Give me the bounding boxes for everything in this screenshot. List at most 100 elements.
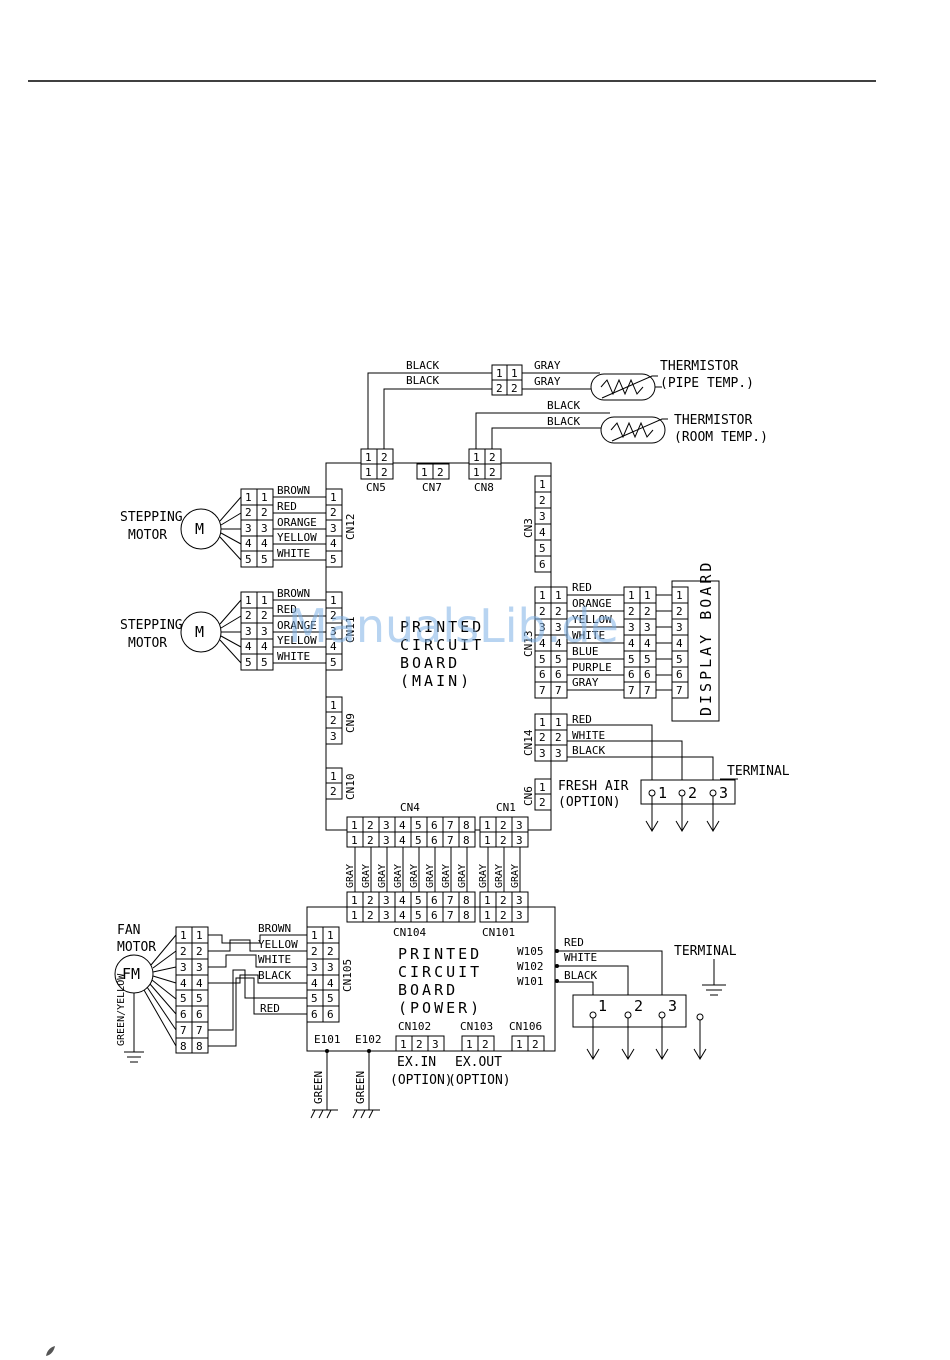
svg-text:3: 3	[516, 834, 523, 847]
power-board-line1: PRINTED	[398, 945, 482, 963]
svg-text:1: 1	[330, 770, 337, 783]
svg-text:3: 3	[383, 909, 390, 922]
cn14-wire-1: RED	[572, 713, 592, 726]
svg-text:4: 4	[644, 637, 651, 650]
svg-text:3: 3	[245, 625, 252, 638]
svg-text:3: 3	[245, 522, 252, 535]
svg-text:1: 1	[484, 819, 491, 832]
fan-ground-label: GREEN/YELLOW	[116, 973, 127, 1046]
svg-text:8: 8	[463, 894, 470, 907]
svg-text:6: 6	[431, 894, 438, 907]
stepping-motor-1-label2: MOTOR	[128, 528, 167, 543]
svg-text:4: 4	[399, 894, 406, 907]
bundle-wire-9: GRAY	[478, 864, 489, 888]
leaf-icon	[46, 1346, 55, 1356]
svg-text:3: 3	[330, 522, 337, 535]
stepping-motor-2-label2: MOTOR	[128, 636, 167, 651]
fm-wire-1: BROWN	[258, 922, 291, 935]
cn9-label: CN9	[344, 713, 357, 733]
svg-text:1: 1	[466, 1038, 473, 1051]
exout-label: EX.OUT	[455, 1055, 502, 1070]
cn4-label: CN4	[400, 801, 420, 814]
svg-text:7: 7	[447, 909, 454, 922]
bundle-wire-11: GRAY	[510, 864, 521, 888]
svg-text:1: 1	[330, 699, 337, 712]
svg-text:2: 2	[330, 609, 337, 622]
fm-wire-5: RED	[260, 1002, 280, 1015]
svg-text:1: 1	[539, 478, 546, 491]
svg-text:1: 1	[511, 367, 518, 380]
cn5-label: CN5	[366, 481, 386, 494]
sm1-wire-5: WHITE	[277, 547, 310, 560]
svg-text:5: 5	[330, 656, 337, 669]
svg-text:2: 2	[367, 909, 374, 922]
cn105-label: CN105	[341, 959, 354, 992]
svg-text:2: 2	[330, 785, 337, 798]
svg-text:2: 2	[676, 605, 683, 618]
svg-text:6: 6	[196, 1008, 203, 1021]
w102-label: W102	[517, 960, 544, 973]
thermistor-pipe-icon	[590, 373, 658, 401]
svg-text:5: 5	[180, 992, 187, 1005]
bundle-wire-6: GRAY	[425, 864, 436, 888]
terminal-upper-num-1: 1	[658, 784, 667, 802]
thermistor-room-icon	[600, 416, 668, 444]
svg-text:1: 1	[351, 819, 358, 832]
svg-text:6: 6	[431, 909, 438, 922]
svg-text:5: 5	[196, 992, 203, 1005]
svg-text:6: 6	[311, 1008, 318, 1021]
cn10-pins: 12	[325, 767, 343, 800]
fm-wire-3: WHITE	[258, 953, 291, 966]
svg-text:2: 2	[437, 466, 444, 479]
cn7-label: CN7	[422, 481, 442, 494]
svg-text:7: 7	[676, 684, 683, 697]
svg-text:1: 1	[351, 834, 358, 847]
svg-text:1: 1	[327, 929, 334, 942]
svg-text:2: 2	[500, 834, 507, 847]
power-board-line3: BOARD	[398, 981, 458, 999]
pw-wire-2: WHITE	[564, 951, 597, 964]
svg-text:5: 5	[261, 656, 268, 669]
svg-text:7: 7	[644, 684, 651, 697]
svg-text:4: 4	[330, 537, 337, 550]
power-board	[306, 906, 556, 1052]
fresh-air-label: FRESH AIR	[558, 779, 629, 794]
svg-text:6: 6	[180, 1008, 187, 1021]
cn9-pins: 123	[325, 696, 343, 745]
exin-label: EX.IN	[397, 1055, 436, 1070]
svg-text:2: 2	[261, 506, 268, 519]
svg-text:1: 1	[484, 909, 491, 922]
cn14-wire-3: BLACK	[572, 744, 605, 757]
bundle-wire-7: GRAY	[441, 864, 452, 888]
e102-label: E102	[355, 1033, 382, 1046]
thermistor-pipe-label: THERMISTOR	[660, 359, 738, 374]
svg-text:1: 1	[539, 781, 546, 794]
svg-text:2: 2	[261, 609, 268, 622]
svg-text:2: 2	[555, 731, 562, 744]
svg-text:5: 5	[311, 992, 318, 1005]
svg-text:4: 4	[539, 637, 546, 650]
svg-text:2: 2	[500, 909, 507, 922]
svg-text:4: 4	[539, 526, 546, 539]
svg-text:5: 5	[415, 819, 422, 832]
sm2-wire-3: ORANGE	[277, 619, 317, 632]
pipe-harness-wire-2: BLACK	[406, 374, 439, 387]
terminal-lower-num-3: 3	[668, 997, 677, 1015]
cn14-wire-2: WHITE	[572, 729, 605, 742]
svg-text:3: 3	[555, 621, 562, 634]
cn13-wire-2: ORANGE	[572, 597, 612, 610]
svg-text:3: 3	[261, 625, 268, 638]
cn11-pins: 123 45	[325, 591, 343, 671]
svg-text:7: 7	[555, 684, 562, 697]
svg-text:7: 7	[180, 1024, 187, 1037]
svg-text:4: 4	[555, 637, 562, 650]
svg-text:3: 3	[330, 730, 337, 743]
svg-text:6: 6	[539, 558, 546, 571]
svg-text:7: 7	[196, 1024, 203, 1037]
cn106-label: CN106	[509, 1020, 542, 1033]
